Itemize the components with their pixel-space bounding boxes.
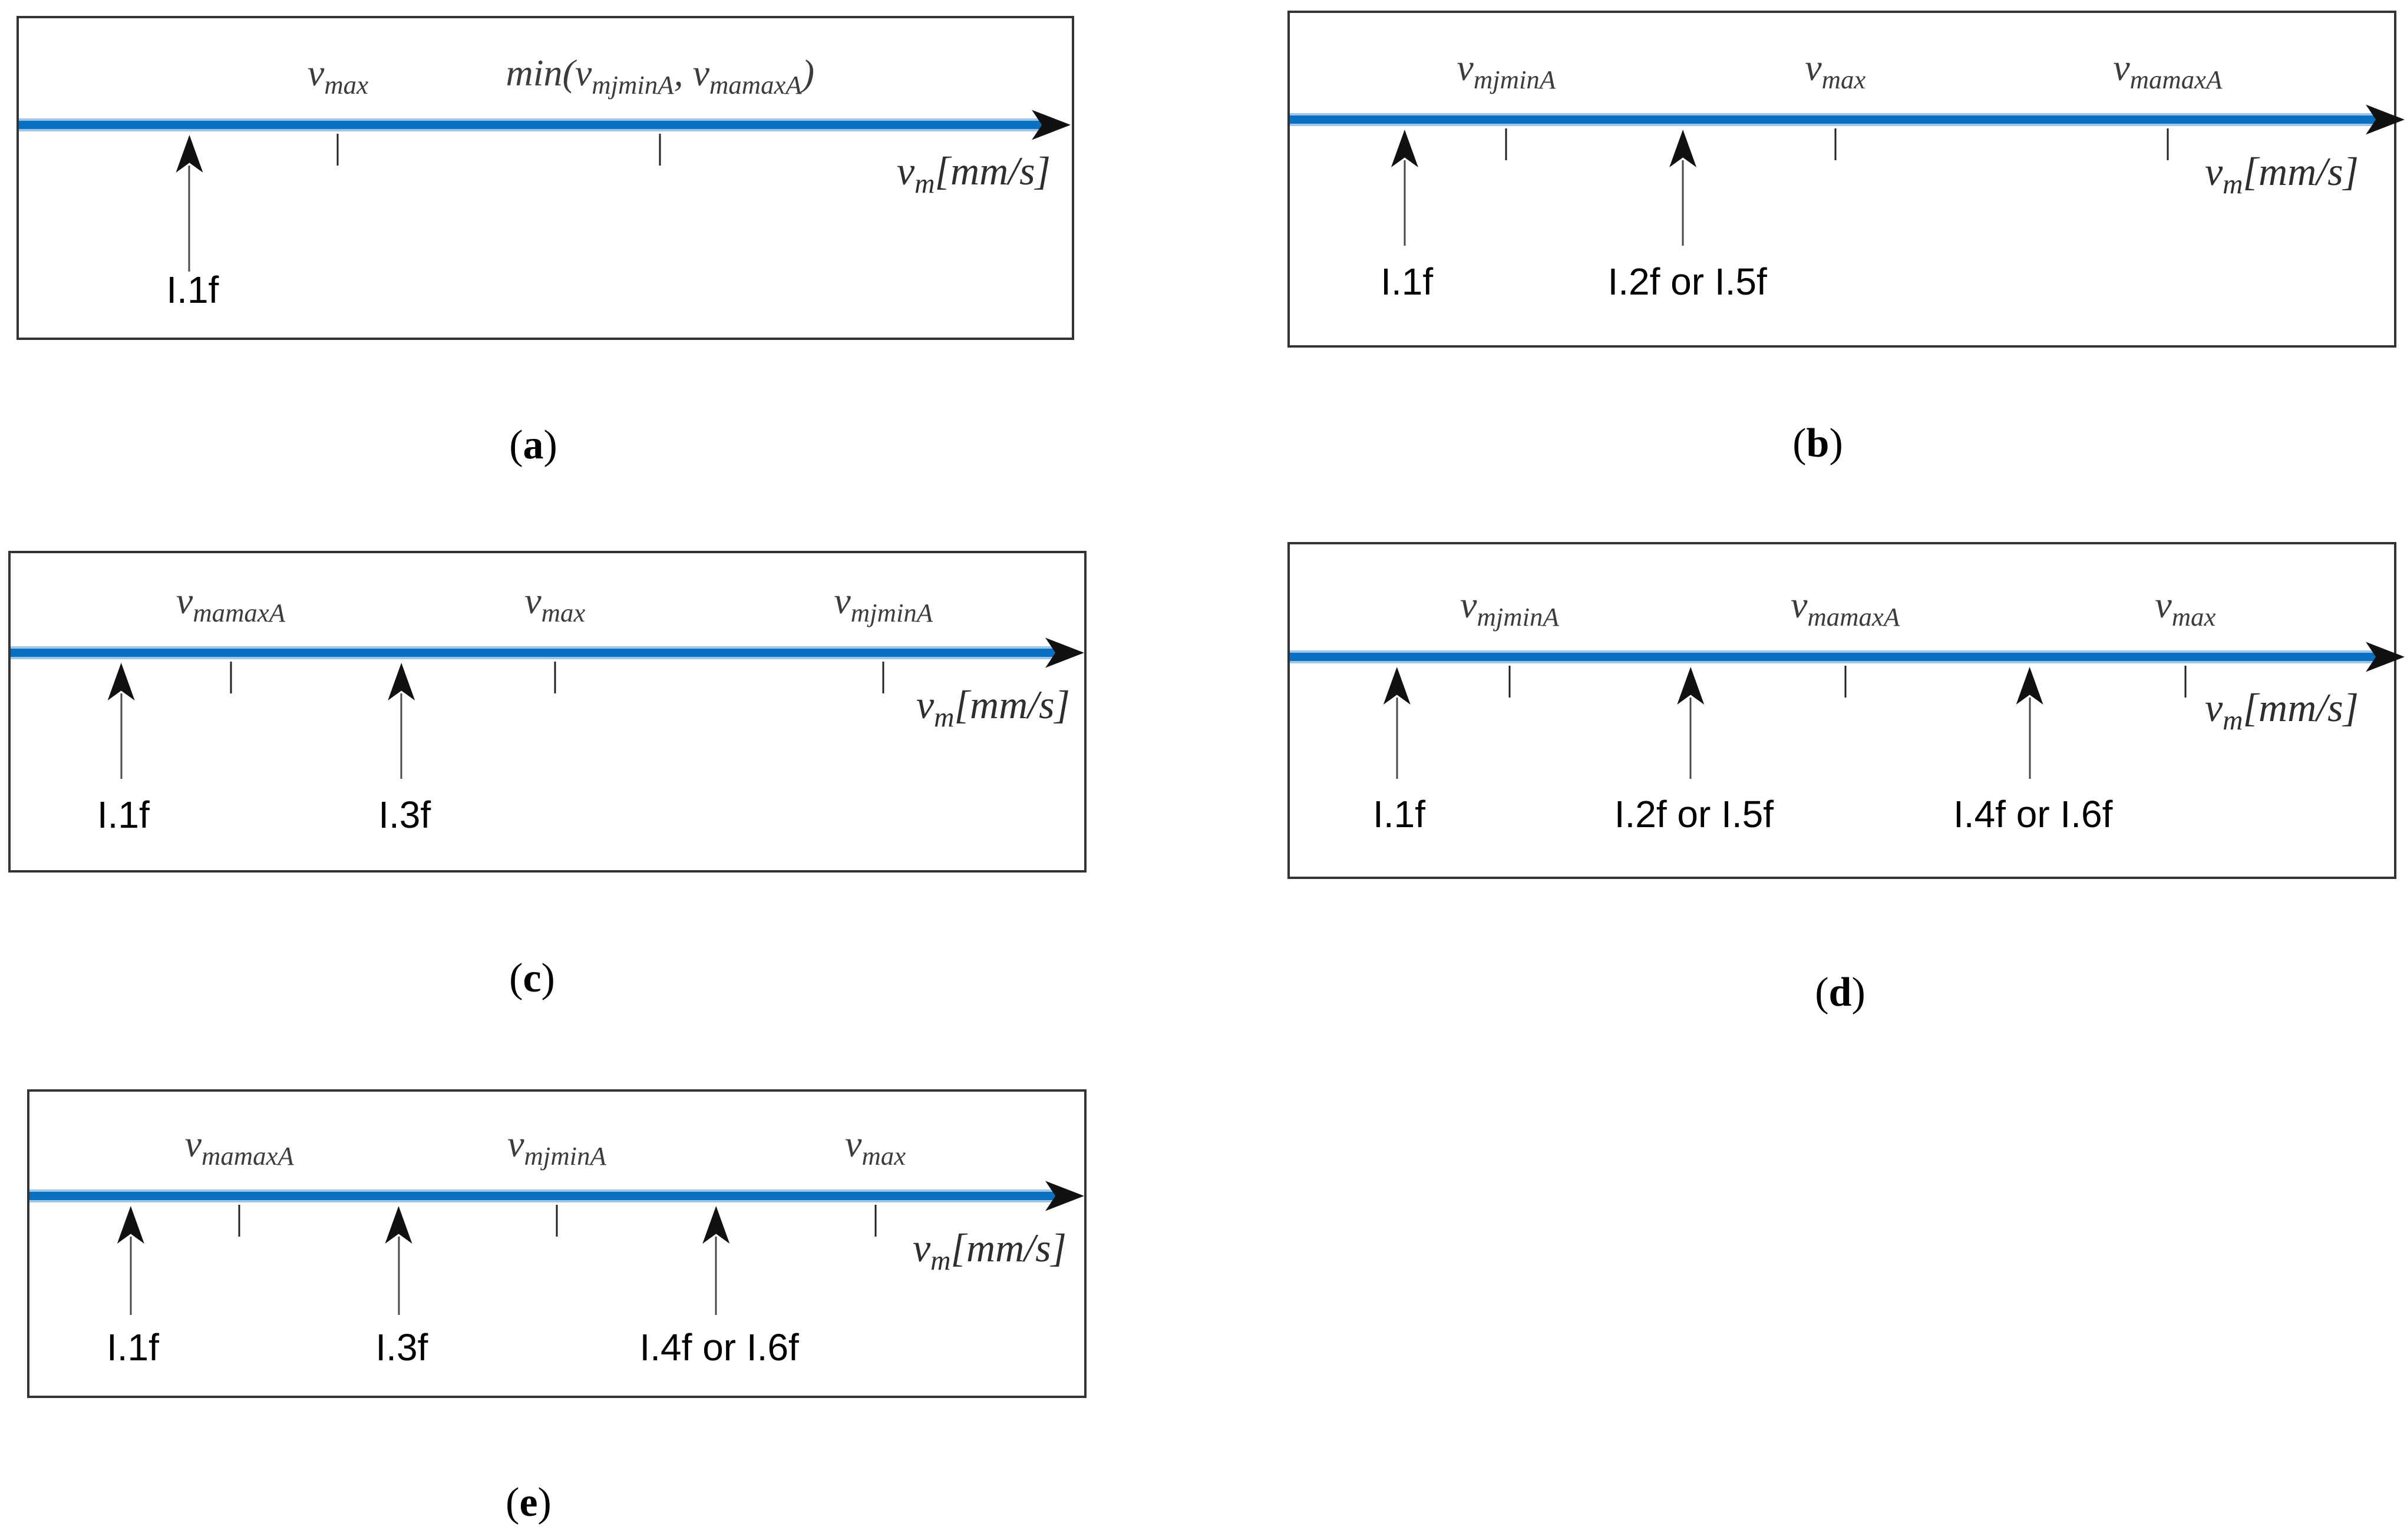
axis-tick-label: vmamaxA: [2113, 47, 2223, 94]
panel-d: vmjminA vmamaxA vmax I.1f I.2f or I.5f I…: [1287, 542, 2405, 879]
axis-tick-label: vmamaxA: [176, 580, 286, 627]
axis-tick-label: min(vmjminA, vmamaxA): [506, 52, 815, 100]
axis-unit-label: vm[mm/s]: [896, 148, 1051, 200]
interval-arrow-label: I.3f: [378, 794, 431, 836]
interval-arrow-label: I.1f: [1381, 260, 1434, 303]
axis-line: [1290, 113, 2379, 126]
interval-arrow-label: I.2f or I.5f: [1607, 260, 1767, 303]
up-arrow-shaft: [715, 1237, 717, 1315]
axis-line: [1290, 650, 2379, 663]
tick-mark: [336, 134, 339, 166]
up-arrow-shaft: [130, 1237, 132, 1315]
interval-arrow-label: I.2f or I.5f: [1614, 793, 1774, 835]
up-arrow-shaft: [1689, 698, 1692, 779]
interval-arrow-label: I.4f or I.6f: [1953, 793, 2113, 835]
axis-unit-label: vm[mm/s]: [2204, 685, 2359, 736]
panel-caption-a: (a): [509, 422, 557, 468]
tick-mark: [556, 1205, 558, 1237]
interval-arrow-label: I.1f: [106, 1326, 159, 1369]
tick-mark: [1844, 666, 1847, 698]
axis-tick-label: vmamaxA: [184, 1123, 294, 1171]
axis-tick-label: vmax: [307, 52, 368, 100]
axis-unit-label: vm[mm/s]: [916, 682, 1070, 733]
tick-mark: [2167, 128, 2169, 160]
up-arrow-shaft: [188, 166, 190, 272]
axis-tick-label: vmamaxA: [1791, 584, 1900, 632]
up-arrow-shaft: [400, 693, 402, 779]
up-arrow-shaft: [398, 1237, 399, 1315]
tick-mark: [1508, 666, 1511, 698]
panel-c: vmamaxA vmax vmjminA I.1f I.3f vm[mm/s]: [8, 551, 1087, 873]
axis-tick-label: vmjminA: [507, 1123, 606, 1171]
axis-line: [19, 118, 1054, 131]
tick-mark: [659, 134, 661, 166]
axis-unit-label: vm[mm/s]: [912, 1225, 1067, 1277]
axis-tick-label: vmjminA: [1457, 47, 1556, 94]
up-arrow-shaft: [1404, 160, 1406, 246]
tick-mark: [1834, 128, 1837, 160]
tick-mark: [554, 662, 556, 693]
axis-unit-label: vm[mm/s]: [2204, 149, 2359, 200]
tick-mark: [874, 1205, 877, 1237]
panel-caption-c: (c): [509, 956, 555, 1001]
up-arrow-shaft: [2029, 698, 2031, 779]
panel-caption-e: (e): [506, 1480, 552, 1525]
interval-arrow-label: I.1f: [1373, 793, 1425, 835]
panel-b: vmjminA vmax vmamaxA I.1f I.2f or I.5f v…: [1287, 11, 2405, 348]
tick-mark: [2184, 666, 2187, 698]
interval-arrow-label: I.1f: [97, 794, 150, 836]
panel-a: vmax min(vmjminA, vmamaxA) I.1f vm[mm/s]: [16, 16, 1074, 340]
axis-tick-label: vmax: [845, 1123, 906, 1171]
panel-e: vmamaxA vmjminA vmax I.1f I.3f I.4f or I…: [27, 1089, 1087, 1398]
axis-tick-label: vmax: [2155, 584, 2216, 632]
axis-tick-label: vmjminA: [834, 580, 933, 627]
tick-mark: [882, 662, 884, 693]
up-arrow-shaft: [1682, 160, 1684, 246]
panel-caption-b: (b): [1792, 421, 1843, 466]
tick-mark: [1505, 128, 1507, 160]
interval-arrow-label: I.1f: [166, 269, 219, 311]
tick-mark: [230, 662, 232, 693]
interval-arrow-label: I.4f or I.6f: [639, 1326, 799, 1369]
axis-tick-label: vmjminA: [1460, 584, 1559, 632]
up-arrow-shaft: [120, 693, 123, 779]
interval-arrow-label: I.3f: [375, 1326, 428, 1369]
panel-caption-d: (d): [1815, 970, 1865, 1015]
tick-mark: [238, 1205, 240, 1237]
axis-line: [11, 646, 1068, 659]
up-arrow-shaft: [1396, 698, 1398, 779]
axis-line: [29, 1189, 1068, 1202]
axis-tick-label: vmax: [1805, 47, 1866, 94]
axis-tick-label: vmax: [524, 580, 586, 627]
